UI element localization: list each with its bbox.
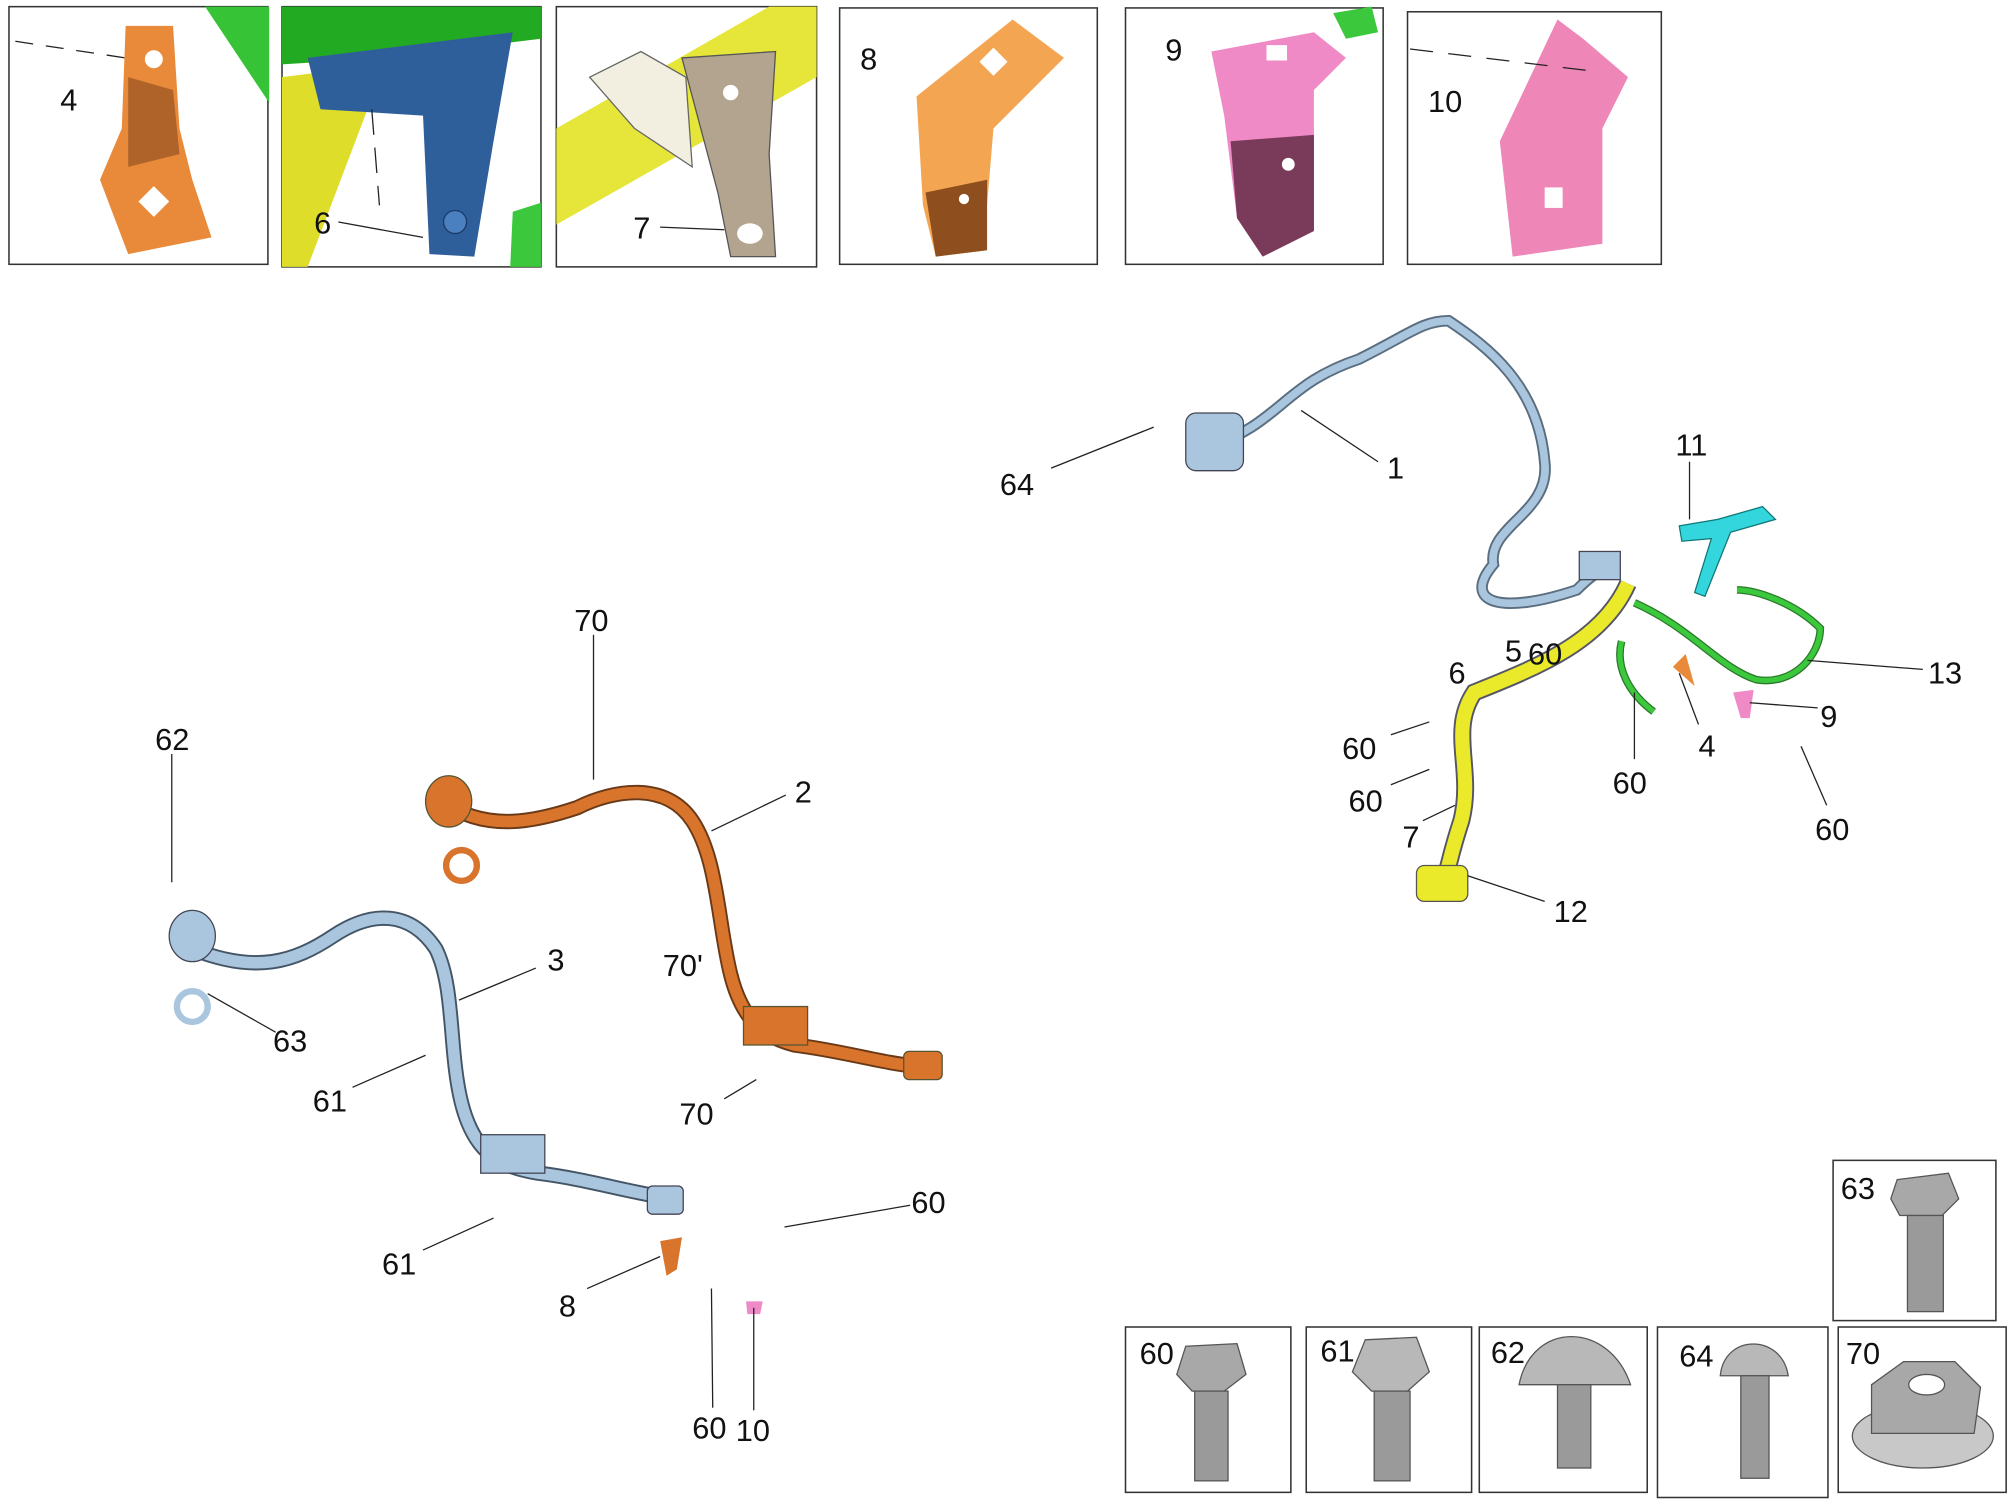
fastener-label-70: 70 — [1846, 1336, 1880, 1371]
callout-62: 62 — [155, 722, 189, 757]
callout-3: 3 — [547, 943, 564, 978]
callout-70: 70 — [574, 603, 608, 638]
left-callouts: 70 2 62 3 70' 63 61 70 60 61 8 60 10 — [155, 603, 946, 1448]
callout-60: 60 — [1815, 812, 1849, 847]
callout-8: 8 — [559, 1289, 576, 1324]
callout-64: 64 — [1000, 467, 1034, 502]
right-harness-assembly — [1185, 314, 1825, 903]
fastener-70: 70 — [1837, 1326, 2007, 1494]
detail-label-9: 9 — [1165, 32, 1182, 67]
detail-view-6: 6 — [281, 5, 542, 268]
detail-label-10: 10 — [1428, 84, 1462, 119]
fastener-label-63: 63 — [1841, 1171, 1875, 1206]
callout-60: 60 — [911, 1185, 945, 1220]
fastener-61: 61 — [1305, 1326, 1473, 1494]
callout-6: 6 — [1449, 655, 1466, 690]
detail-label-6: 6 — [314, 206, 331, 241]
detail-view-7: 7 — [555, 5, 818, 268]
callout-61: 61 — [313, 1084, 347, 1119]
detail-label-4: 4 — [60, 82, 77, 117]
detail-label-8: 8 — [860, 41, 877, 76]
callout-70-prime: 70' — [663, 948, 703, 983]
callout-12: 12 — [1554, 894, 1588, 929]
fastener-label-60: 60 — [1140, 1336, 1174, 1371]
callout-60: 60 — [1528, 636, 1562, 671]
callout-60: 60 — [1342, 731, 1376, 766]
callout-7: 7 — [1402, 820, 1419, 855]
fastener-label-64: 64 — [1679, 1339, 1713, 1374]
fastener-label-61: 61 — [1320, 1334, 1354, 1369]
right-callouts: 64 1 11 5 60 6 13 60 9 4 60 60 60 7 12 — [1000, 409, 1962, 929]
fastener-63: 63 — [1832, 1159, 1997, 1322]
callout-5: 5 — [1505, 634, 1522, 669]
callout-60: 60 — [1349, 784, 1383, 819]
callout-4: 4 — [1699, 729, 1716, 764]
detail-label-7: 7 — [633, 211, 650, 246]
fastener-64: 64 — [1656, 1326, 1829, 1499]
callout-61: 61 — [382, 1246, 416, 1281]
callout-63: 63 — [273, 1023, 307, 1058]
fastener-62: 62 — [1478, 1326, 1648, 1494]
callout-13: 13 — [1928, 655, 1962, 690]
detail-view-10: 10 — [1406, 11, 1663, 266]
detail-view-8: 8 — [838, 7, 1099, 266]
detail-view-9: 9 — [1124, 6, 1384, 266]
fastener-label-62: 62 — [1491, 1335, 1525, 1370]
callout-1: 1 — [1387, 450, 1404, 485]
detail-view-4: 4 — [8, 5, 270, 266]
callout-9: 9 — [1820, 699, 1837, 734]
callout-60: 60 — [1613, 766, 1647, 801]
callout-10: 10 — [736, 1413, 770, 1448]
left-harness-assembly — [168, 775, 943, 1315]
callout-60: 60 — [692, 1411, 726, 1446]
callout-70: 70 — [679, 1096, 713, 1131]
fastener-60: 60 — [1124, 1326, 1292, 1494]
callout-11: 11 — [1675, 427, 1707, 462]
callout-2: 2 — [795, 775, 812, 810]
